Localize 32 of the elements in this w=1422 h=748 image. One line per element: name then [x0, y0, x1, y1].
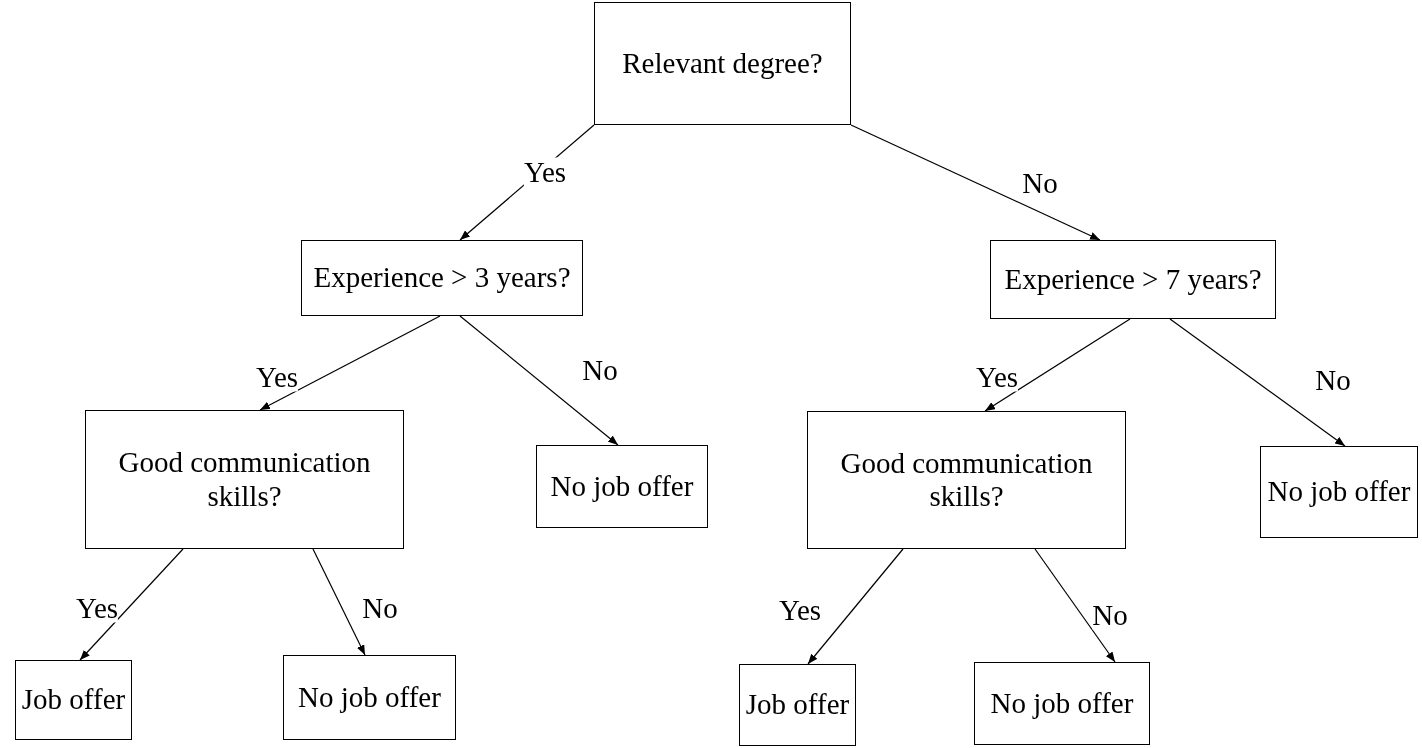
node-text: Good communication skills?	[117, 446, 372, 513]
decision-box	[594, 2, 851, 125]
decision-box	[536, 445, 708, 528]
node-text: No job offer	[990, 686, 1134, 721]
node-text: Job offer	[745, 688, 850, 722]
arrow	[807, 548, 904, 665]
decision-box	[990, 240, 1276, 319]
arrow	[459, 315, 619, 446]
decision-box	[301, 240, 583, 316]
arrow	[984, 318, 1131, 412]
node-text: Relevant degree?	[622, 46, 823, 81]
arrow	[259, 315, 441, 411]
node-text: No job offer	[298, 680, 441, 715]
decision-box	[85, 410, 404, 549]
arrow	[850, 124, 1101, 241]
decision-box	[15, 660, 132, 740]
decision-box	[1260, 446, 1418, 538]
node-text: Experience > 3 years?	[313, 261, 571, 295]
node-text: Good communication skills?	[839, 446, 1094, 514]
decision-box	[739, 664, 856, 746]
node-text: Experience > 7 years?	[1004, 262, 1262, 297]
arrow	[312, 548, 366, 656]
decision-box	[283, 655, 456, 740]
arrow	[79, 548, 184, 661]
edge-label: Yes	[523, 157, 567, 187]
node-text: No job offer	[1267, 475, 1411, 509]
decision-box	[807, 411, 1126, 549]
arrow	[1169, 318, 1346, 447]
node-text: No job offer	[550, 469, 694, 504]
decision-box	[974, 662, 1150, 745]
node-text: Job offer	[21, 683, 126, 717]
arrow	[1034, 548, 1116, 663]
